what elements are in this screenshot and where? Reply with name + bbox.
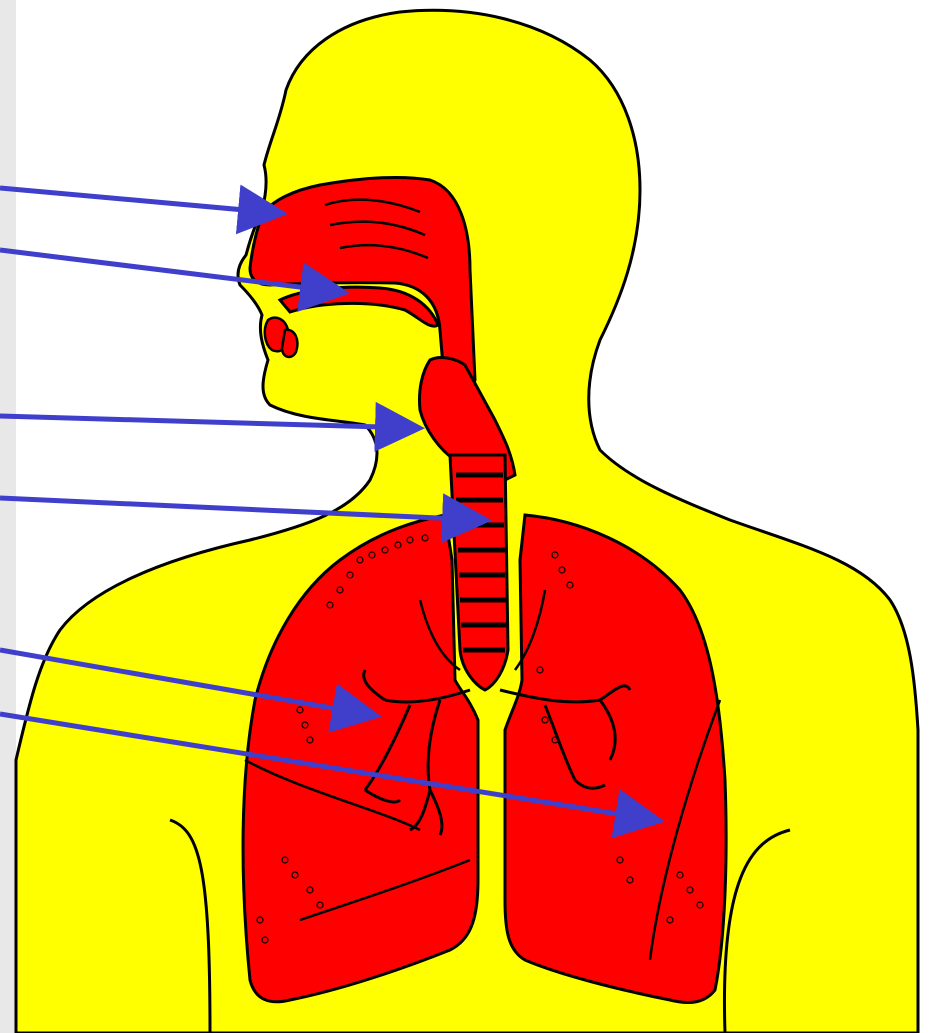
arrow-nasal-cavity [0,188,278,213]
lower-lip [282,330,297,357]
